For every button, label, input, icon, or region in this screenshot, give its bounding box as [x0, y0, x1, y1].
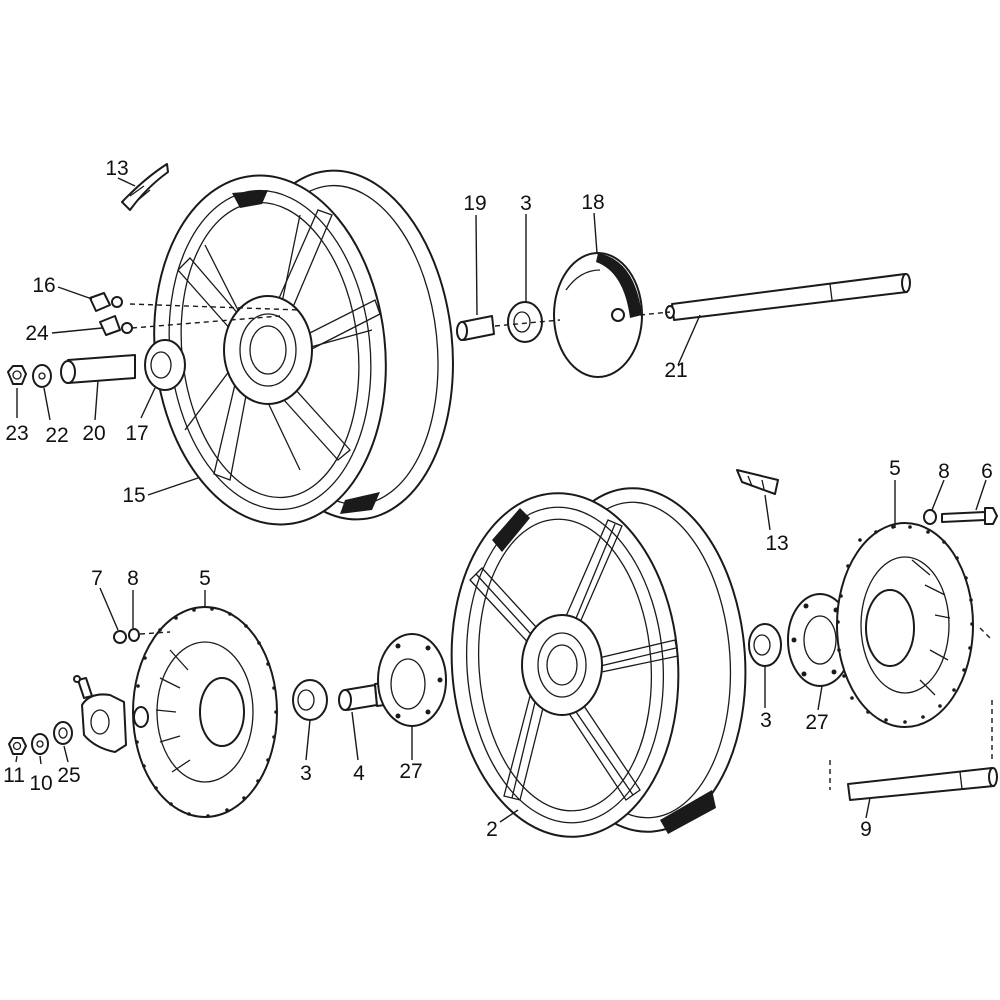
brake-disc-5b: [836, 522, 974, 728]
bearing-17: [144, 339, 186, 391]
callout-25: 25: [57, 764, 80, 787]
axle-21: [665, 273, 911, 321]
leader-lines: [15, 177, 987, 823]
speedometer-drive: [73, 675, 127, 753]
bearing-3c: [748, 623, 782, 667]
callout-4: 4: [353, 762, 365, 785]
callout-5-right: 5: [889, 457, 901, 480]
fitting-16: [89, 292, 123, 312]
callout-20: 20: [82, 422, 105, 445]
callout-5-left: 5: [199, 567, 211, 590]
axle-9: [847, 767, 998, 801]
callout-13-bottom: 13: [765, 532, 788, 555]
hub-cover-18: [553, 252, 643, 378]
spacer-20: [60, 354, 136, 384]
callout-6: 6: [981, 460, 993, 483]
bearing-3a: [507, 301, 543, 343]
callout-13-top: 13: [105, 157, 128, 180]
callout-labels: 13 19 3 18 16 24 21 23 22 20 17 15 13 5 …: [3, 157, 993, 841]
callout-16: 16: [32, 274, 55, 297]
callout-19: 19: [463, 192, 486, 215]
callout-7: 7: [91, 567, 103, 590]
spacer-19: [456, 315, 495, 341]
callout-24: 24: [25, 322, 49, 345]
flange-27a: [377, 633, 447, 727]
fitting-24: [99, 315, 133, 336]
callout-9: 9: [860, 818, 872, 841]
bearing-3b: [292, 679, 328, 721]
callout-2: 2: [486, 818, 498, 841]
callout-23: 23: [5, 422, 28, 445]
bolt-6: [941, 507, 998, 525]
bolt-7: [113, 630, 127, 644]
nut-23: [7, 365, 27, 385]
callout-8-left: 8: [127, 567, 139, 590]
callout-3-right: 3: [760, 709, 772, 732]
seal-25: [53, 721, 73, 745]
callout-3-middle: 3: [300, 762, 312, 785]
rear-axis-line: [129, 303, 671, 329]
callout-22: 22: [45, 424, 68, 447]
callout-10: 10: [29, 772, 52, 795]
callout-27-middle: 27: [399, 760, 422, 783]
washer-8a: [923, 509, 937, 525]
callout-15: 15: [122, 484, 145, 507]
callout-21: 21: [664, 359, 687, 382]
balance-weight-13a: [121, 163, 169, 211]
washer-22: [32, 364, 52, 388]
callout-27-right: 27: [805, 711, 828, 734]
front-wheel: [450, 487, 747, 838]
callout-11: 11: [3, 764, 25, 787]
balance-weight-13b: [736, 469, 779, 495]
callout-8-right: 8: [938, 460, 950, 483]
front-axis-line-right: [829, 627, 993, 790]
washer-10: [31, 733, 49, 755]
rear-wheel: [153, 169, 454, 526]
brake-disc-5a: [132, 606, 278, 818]
callout-17: 17: [125, 422, 148, 445]
callout-3-top: 3: [520, 192, 532, 215]
callout-18: 18: [581, 191, 604, 214]
nut-11: [8, 737, 27, 755]
washer-8b: [128, 628, 140, 642]
